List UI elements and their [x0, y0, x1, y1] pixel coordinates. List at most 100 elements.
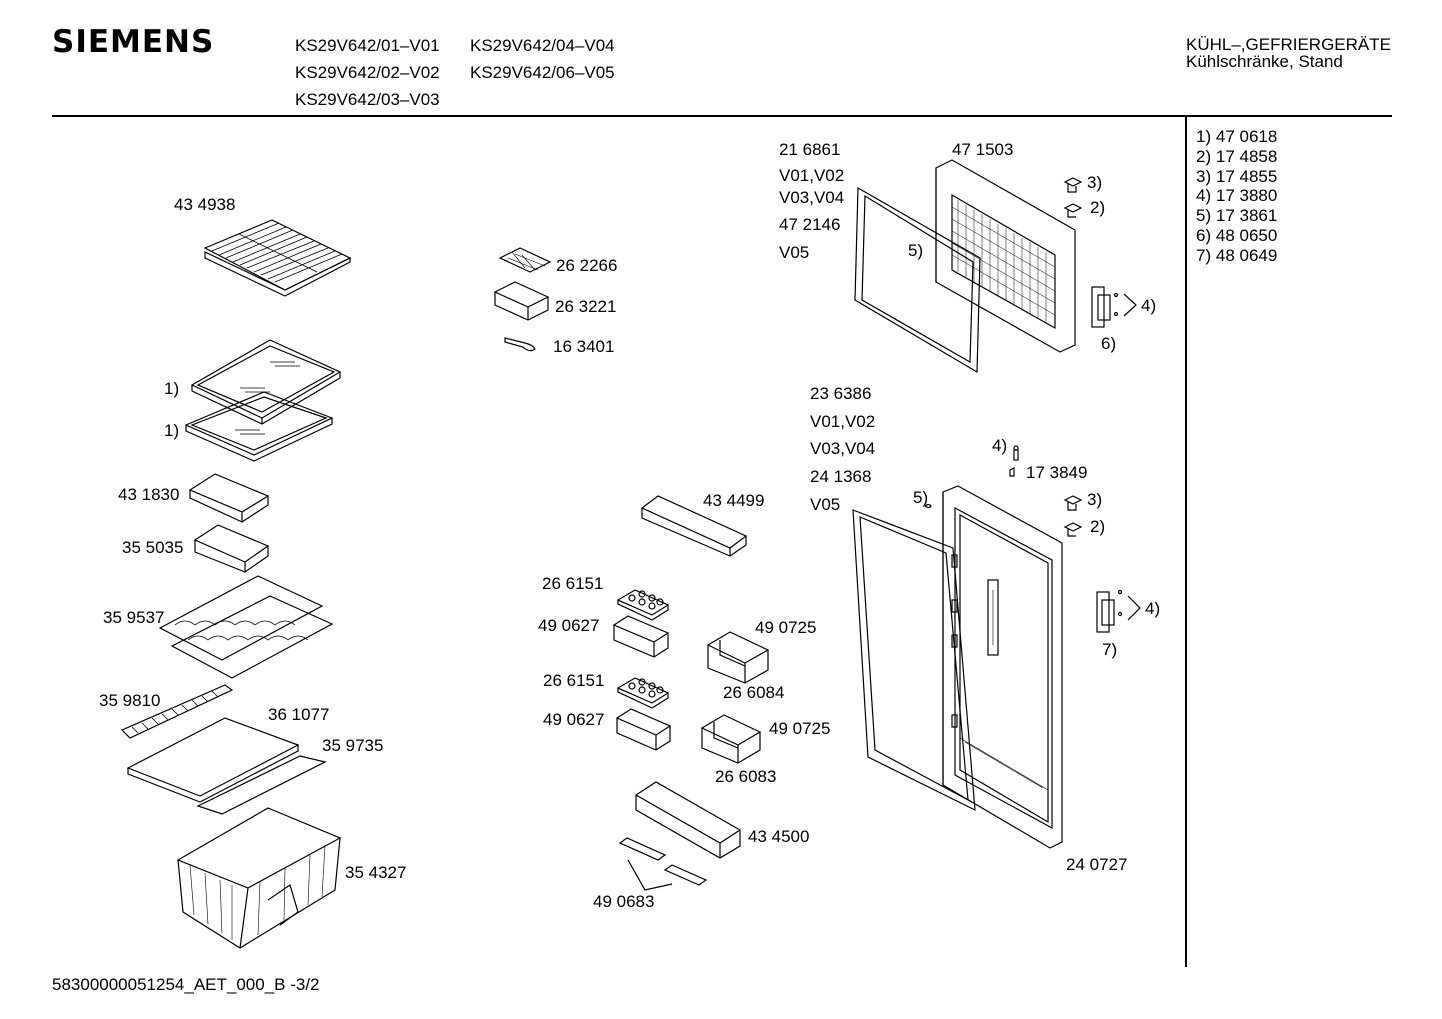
part-label: 35 5035: [122, 538, 184, 557]
category-line: KÜHL–,GEFRIERGERÄTE: [1186, 35, 1391, 54]
model-number: KS29V642/03–V03: [295, 90, 440, 109]
freezer-hinge-drawing: [1063, 177, 1137, 328]
egg-tray-drawing: [616, 589, 670, 621]
legend-row: 3) 17 4855: [1196, 167, 1277, 187]
variant-label: V03,V04: [779, 188, 845, 207]
model-number: KS29V642/06–V05: [470, 63, 615, 82]
part-label: 36 1077: [268, 705, 330, 724]
variant-label: V05: [810, 495, 841, 514]
part-label: 17 3849: [1026, 463, 1088, 482]
part-ref-label: 1): [164, 421, 180, 440]
brand-logo: SIEMENS: [52, 24, 215, 60]
part-label: 21 6861: [779, 140, 841, 159]
small-drawer-drawing: [193, 524, 270, 573]
freezer-door-drawing: [935, 159, 1076, 353]
part-label: 43 4500: [748, 827, 810, 846]
legend-divider: [1185, 117, 1187, 967]
butter-box-drawing: [615, 708, 672, 751]
part-ref-label: 5): [913, 488, 929, 507]
wire-shelf-drawing: [203, 219, 352, 297]
part-label: 49 0683: [593, 892, 655, 911]
part-label: 49 0725: [769, 719, 831, 738]
holder-drawing: [700, 714, 762, 764]
part-label: 16 3401: [553, 337, 615, 356]
legend-part: 48 0650: [1215, 225, 1278, 245]
part-label: 35 4327: [345, 863, 407, 882]
door-shelf-bottom-drawing: [634, 781, 742, 859]
part-label: 26 6083: [715, 767, 777, 786]
variant-label: V01,V02: [779, 166, 845, 185]
glass-plate-drawing: [126, 717, 300, 803]
part-label: 26 6151: [543, 671, 605, 690]
part-label: 43 1830: [118, 485, 180, 504]
part-label: 35 9537: [103, 608, 165, 627]
part-ref-label: 3): [1087, 490, 1103, 509]
variant-label: V01,V02: [810, 412, 876, 431]
reference-legend: 1) 47 0618 2) 17 4858 3) 17 4855 4) 17 3…: [1196, 127, 1277, 266]
bottle-rack-drawing: [158, 575, 334, 679]
part-ref-label: 2): [1090, 517, 1106, 536]
door-shelf-top-drawing: [640, 495, 748, 557]
legend-row: 2) 17 4858: [1196, 147, 1277, 167]
legend-ref: 3): [1196, 166, 1212, 186]
part-ref-label: 2): [1090, 198, 1106, 217]
product-category: KÜHL–,GEFRIERGERÄTE Kühlschränke, Stand: [1186, 36, 1391, 70]
part-label: 26 6151: [542, 574, 604, 593]
part-ref-label: 6): [1101, 334, 1117, 353]
legend-part: 47 0618: [1215, 127, 1278, 146]
fridge-hinge-drawing: [1009, 445, 1141, 633]
part-label: 35 9735: [322, 736, 384, 755]
part-ref-label: 7): [1102, 640, 1118, 659]
legend-part: 17 3861: [1215, 206, 1278, 226]
part-label: 26 2266: [556, 256, 618, 275]
bottle-clips-drawing: [618, 837, 708, 891]
front-strip-drawing: [196, 755, 327, 815]
legend-row: 4) 17 3880: [1196, 186, 1277, 206]
legend-ref: 5): [1196, 206, 1212, 226]
legend-ref: 7): [1196, 245, 1212, 265]
legend-part: 48 0649: [1215, 245, 1278, 265]
part-ref-label: 5): [908, 241, 924, 260]
part-ref-label: 4): [1145, 599, 1161, 618]
part-label: 35 9810: [99, 691, 161, 710]
part-ref-label: 4): [1141, 296, 1157, 315]
part-label: 43 4938: [174, 195, 236, 214]
legend-row: 7) 48 0649: [1196, 246, 1277, 266]
legend-row: 1) 47 0618: [1196, 127, 1277, 147]
holder-drawing: [706, 631, 770, 684]
fridge-door-drawing: [942, 485, 1063, 849]
legend-part: 17 4858: [1215, 146, 1278, 166]
part-label: 49 0725: [755, 618, 817, 637]
legend-ref: 6): [1196, 225, 1212, 245]
part-label: 23 6386: [810, 384, 872, 403]
glass-shelf-drawing: [184, 339, 342, 462]
legend-part: 17 4855: [1215, 166, 1278, 186]
model-number: KS29V642/01–V01: [295, 36, 440, 55]
part-label: 26 3221: [555, 297, 617, 316]
crisper-bin-drawing: [176, 807, 342, 949]
header-divider: [52, 115, 1392, 117]
legend-ref: 2): [1196, 146, 1212, 166]
part-ref-label: 3): [1087, 173, 1103, 192]
freezer-door-seal-drawing: [854, 186, 981, 374]
legend-row: 6) 48 0650: [1196, 226, 1277, 246]
category-line: Kühlschränke, Stand: [1186, 52, 1343, 71]
chiller-tray-drawing: [188, 473, 270, 523]
variant-label: V03,V04: [810, 439, 876, 458]
part-label: 24 0727: [1066, 855, 1128, 874]
part-ref-label: 4): [992, 436, 1008, 455]
variant-label: V05: [779, 243, 810, 262]
legend-ref: 1): [1196, 127, 1212, 146]
part-label: 49 0627: [538, 616, 600, 635]
part-label: 24 1368: [810, 467, 872, 486]
legend-row: 5) 17 3861: [1196, 206, 1277, 226]
part-label: 49 0627: [543, 710, 605, 729]
legend-ref: 4): [1196, 186, 1212, 206]
legend-part: 17 3880: [1215, 186, 1278, 206]
part-label: 43 4499: [703, 491, 765, 510]
part-label: 47 2146: [779, 215, 841, 234]
part-ref-label: 1): [164, 379, 180, 398]
part-label: 47 1503: [952, 140, 1014, 159]
